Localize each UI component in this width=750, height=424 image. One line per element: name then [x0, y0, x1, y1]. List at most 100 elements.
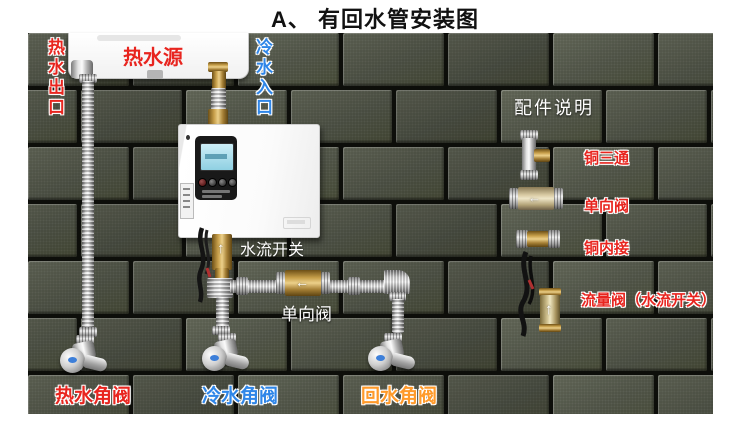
- brick: [28, 261, 129, 314]
- brick: [28, 90, 77, 143]
- hot-water-pipe: [82, 81, 94, 331]
- brick: [606, 90, 707, 143]
- valve-handle: [202, 346, 227, 371]
- flow-switch-valve: ↑: [212, 234, 232, 270]
- union-body: [527, 231, 549, 247]
- cold-inlet-pipe: [211, 88, 226, 110]
- tee-branch: [534, 149, 550, 162]
- legend-check-valve: ←: [509, 187, 563, 210]
- pump-button-1: [198, 178, 207, 187]
- panel-caption: [202, 190, 230, 193]
- brick: [448, 33, 549, 86]
- tee-joint: [207, 278, 233, 298]
- cold-inlet-nipple: [212, 71, 226, 89]
- brick: [658, 33, 713, 86]
- cold-inlet-label: 冷水入口: [253, 38, 272, 118]
- tee-nut-top: [520, 130, 538, 140]
- page-title: A、 有回水管安装图: [270, 7, 479, 32]
- heater-vent: [97, 35, 181, 41]
- fv-nut-top: [539, 288, 561, 296]
- brick: [658, 147, 713, 200]
- pipe-coupling-left: [236, 277, 248, 295]
- valve-handle: [368, 346, 393, 371]
- fv-body: ↑: [540, 295, 560, 325]
- pump-control-panel: [195, 136, 237, 200]
- up-arrow-icon: ↑: [545, 301, 553, 318]
- cv-end-right: [554, 188, 563, 209]
- cv-end-left: [509, 188, 518, 209]
- pump-button-2: [208, 178, 217, 187]
- check-valve-end-left: [276, 272, 285, 294]
- valve-handle: [60, 348, 85, 373]
- brick: [448, 375, 549, 414]
- brick: [606, 318, 707, 371]
- brick: [81, 90, 182, 143]
- tee-body: [522, 138, 536, 172]
- return-angle-valve-label: 回水角阀: [361, 386, 438, 407]
- check-valve-body: ←: [285, 270, 321, 296]
- cold-pipe-coupling: [212, 326, 230, 335]
- brick: [396, 90, 497, 143]
- legend-flow-valve: ↑: [538, 288, 562, 332]
- cold-inlet-nut: [208, 62, 228, 72]
- legend-label-tee: 铜三通: [584, 150, 630, 167]
- brick: [711, 318, 713, 371]
- brick: [606, 204, 707, 257]
- brick: [133, 375, 234, 414]
- union-end-right: [548, 230, 560, 248]
- check-valve-label: 单向阀: [281, 305, 332, 324]
- hot-angle-valve-label: 热水角阀: [55, 386, 132, 407]
- legend-title: 配件说明: [514, 98, 594, 118]
- cold-angle-valve-label: 冷水角阀: [202, 386, 279, 407]
- return-water-angle-valve: [368, 333, 417, 377]
- legend-label-union: 铜内接: [584, 240, 630, 257]
- up-arrow-icon: ↑: [217, 240, 225, 257]
- brick: [553, 33, 654, 86]
- brick: [343, 375, 444, 414]
- cold-inlet-fitting: [208, 109, 228, 125]
- brick: [238, 33, 339, 86]
- valve-handle-dot: [376, 355, 385, 361]
- brick: [553, 147, 654, 200]
- return-elbow: [384, 270, 410, 294]
- pipe-coupling-right: [348, 277, 360, 295]
- cold-down-pipe: [216, 297, 229, 329]
- brick: [553, 375, 654, 414]
- flow-switch-label: 水流开关: [240, 242, 305, 259]
- brick: [343, 147, 444, 200]
- legend-label-check-valve: 单向阀: [584, 198, 630, 215]
- valve-handle-dot: [210, 355, 219, 361]
- return-elbow-nut: [389, 292, 406, 301]
- valve-spout: [390, 352, 417, 371]
- panel-caption-2: [202, 195, 222, 198]
- brick: [711, 204, 713, 257]
- sensor-wire: [197, 227, 212, 303]
- legend-label-flow-valve: 流量阀（水流开关）: [581, 292, 717, 309]
- pump-lcd-display: [200, 143, 234, 171]
- brick: [81, 204, 182, 257]
- union-end-left: [516, 230, 528, 248]
- brick: [28, 375, 129, 414]
- flow-valve-wires: [518, 250, 535, 337]
- lcd-reading: [205, 154, 227, 159]
- tee-nut-bottom: [520, 170, 538, 180]
- valve-handle-dot: [68, 357, 77, 363]
- cv-body: ←: [518, 187, 554, 210]
- check-valve-inline: ←: [276, 270, 330, 296]
- legend-tee-fitting: [516, 130, 554, 180]
- check-valve-end-right: [321, 272, 330, 294]
- valve-nut: [384, 333, 402, 342]
- brick: [28, 204, 77, 257]
- cold-water-angle-valve: [202, 333, 251, 377]
- brick: [501, 90, 602, 143]
- valve-nut: [218, 333, 236, 342]
- hot-outlet-label: 热水出口: [45, 38, 64, 118]
- hot-outlet-nut: [79, 74, 97, 83]
- brick: [343, 33, 444, 86]
- legend-union-fitting: [516, 229, 560, 249]
- hot-water-angle-valve: [60, 335, 109, 379]
- side-sticker: [180, 183, 194, 219]
- heater-bottom-tab: [147, 70, 163, 79]
- brick: [238, 375, 339, 414]
- left-arrow-icon: ←: [295, 274, 309, 290]
